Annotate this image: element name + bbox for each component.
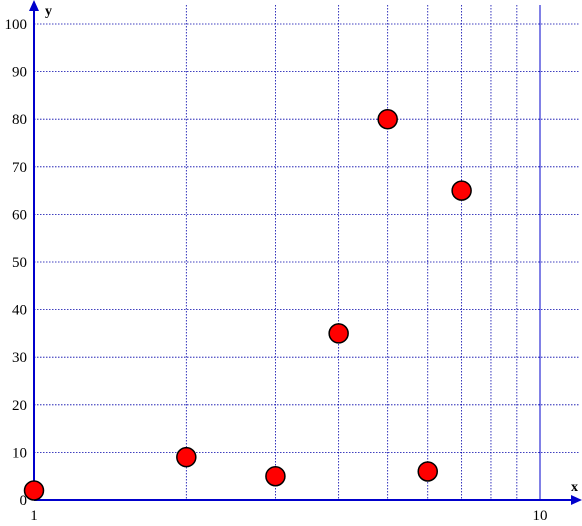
data-point — [328, 323, 349, 344]
y-tick-label: 70 — [12, 160, 27, 176]
y-tick-label: 30 — [12, 350, 27, 366]
y-tick-label: 100 — [5, 17, 28, 33]
axes: x y — [29, 0, 582, 505]
x-tick-label: 1 — [30, 508, 38, 524]
y-tick-label: 40 — [12, 303, 27, 319]
y-axis-arrow — [29, 0, 39, 11]
grid — [34, 5, 580, 500]
x-axis-arrow — [571, 495, 582, 505]
y-axis-label: y — [45, 4, 52, 19]
data-point — [417, 461, 438, 482]
y-tick-label: 80 — [12, 112, 27, 128]
data-point — [377, 108, 398, 130]
data-points — [23, 108, 472, 501]
y-tick-label: 10 — [12, 445, 27, 461]
y-tick-label: 60 — [12, 207, 27, 223]
x-tick-label: 10 — [533, 508, 548, 524]
y-tick-label: 20 — [12, 398, 27, 414]
data-point — [23, 480, 45, 501]
data-point — [176, 446, 197, 468]
data-point — [265, 465, 286, 487]
y-tick-label: 90 — [12, 65, 27, 81]
x-axis-label: x — [571, 480, 578, 495]
y-tick-label: 50 — [12, 255, 27, 271]
data-point — [451, 180, 472, 201]
y-tick-label: 0 — [20, 493, 28, 509]
